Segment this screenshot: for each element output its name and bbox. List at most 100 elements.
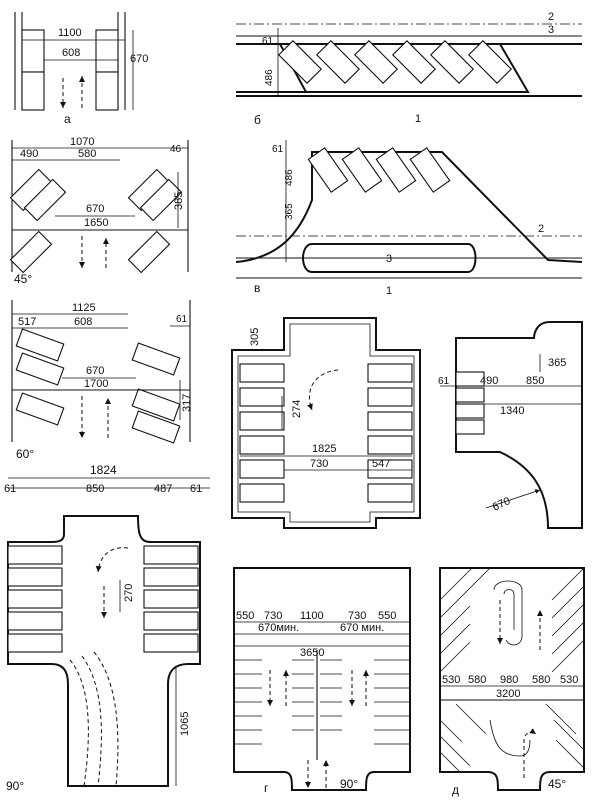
dim-label: 1825 [312, 443, 336, 455]
dim-label: 46 [170, 144, 182, 155]
panel-e: 1125 517 608 61 670 1700 317 60° [11, 300, 193, 461]
dim-label: 61 [272, 144, 284, 155]
stall-group-left [15, 328, 65, 426]
dim-label: 1340 [500, 405, 524, 417]
stall [95, 71, 119, 111]
panel-d: 530 580 980 580 530 3200 д 45° [439, 567, 585, 797]
ref-number: 1 [386, 285, 392, 297]
dim-label: 3200 [496, 688, 520, 700]
stall-lines-left [234, 659, 314, 745]
panel-h: 1824 61 850 487 61 270 1065 90° [4, 463, 210, 793]
dim-label: 730 [348, 610, 366, 622]
stall [21, 71, 45, 111]
panel-f: 305 274 1825 730 547 [231, 317, 421, 529]
dim-label: 580 [468, 674, 486, 686]
dim-label: 1065 [179, 712, 191, 736]
stall-column-right [143, 545, 199, 653]
dim-label: 365 [548, 357, 566, 369]
dim-label: 61 [438, 376, 450, 387]
panel-angle: 60° [16, 447, 34, 461]
panel-b: 61 486 2 3 1 б [236, 11, 582, 127]
panel-letter: д [452, 783, 459, 797]
dim-label: 517 [18, 316, 36, 328]
panel-angle: 90° [6, 779, 24, 793]
dim-label: 305 [249, 328, 261, 346]
dim-label: 270 [123, 584, 135, 602]
stall-group-right [127, 168, 183, 274]
stall-group-right [131, 342, 181, 444]
dim-label: 547 [372, 458, 390, 470]
panel-angle: 90° [340, 777, 358, 791]
panel-letter: б [254, 113, 261, 127]
panel-v: 61 486 365 2 3 1 в [235, 140, 583, 297]
stall [21, 29, 45, 73]
dim-label: 530 [560, 674, 578, 686]
panel-g: 365 61 490 850 1340 670 [438, 321, 583, 529]
stall-column-right [367, 363, 413, 503]
ref-number: 2 [538, 223, 544, 235]
dim-label: 61 [262, 36, 274, 47]
dim-label: 1700 [84, 378, 108, 390]
dim-label: 1824 [90, 463, 117, 477]
dim-label: 580 [78, 148, 96, 160]
dim-label: 274 [291, 400, 303, 418]
panel-c: 1070 490 580 46 670 1650 385 45° [9, 136, 189, 286]
hatched-stalls-bottom [439, 703, 585, 773]
hatched-stalls-top [439, 567, 585, 673]
stall [95, 29, 119, 73]
ref-number: 1 [415, 113, 421, 125]
angled-stall-row [307, 147, 451, 193]
dim-label: 670 [86, 203, 104, 215]
ref-number: 3 [386, 253, 392, 265]
ref-number: 3 [548, 24, 554, 36]
dim-label: 530 [442, 674, 460, 686]
dim-label: 490 [480, 375, 498, 387]
panel-letter: г [264, 781, 269, 795]
dim-label: 61 [176, 314, 188, 325]
dim-label: 850 [526, 375, 544, 387]
dim-label: 486 [264, 69, 275, 86]
dim-label: 730 [310, 458, 328, 470]
dim-label: 490 [20, 148, 38, 160]
dim-label: 608 [74, 316, 92, 328]
stall-lines-right [320, 659, 410, 745]
dim-label: 670 мин. [340, 622, 384, 634]
stall-column-left [7, 545, 63, 653]
dim-label: 980 [500, 674, 518, 686]
dim-label: 670 [491, 495, 513, 514]
panel-gg: 550 730 1100 730 550 670мин. 670 мин. 36… [233, 567, 411, 795]
dim-label: 730 [264, 610, 282, 622]
panel-letter: а [64, 112, 71, 126]
dim-label: 1650 [84, 217, 108, 229]
dim-label: 3650 [300, 647, 324, 659]
dim-label: 317 [181, 394, 193, 412]
dim-label: 550 [236, 610, 254, 622]
dim-label: 670мин. [258, 622, 299, 634]
dim-label: 850 [86, 483, 104, 495]
dim-label: 486 [284, 169, 295, 186]
panel-a: 1100 608 670 а [14, 12, 148, 126]
stall-column [455, 371, 485, 435]
ref-number: 2 [548, 11, 554, 23]
panel-letter: в [254, 281, 260, 295]
dim-label: 608 [62, 47, 80, 59]
dim-label: 580 [532, 674, 550, 686]
dim-label: 487 [154, 483, 172, 495]
panel-angle: 45° [548, 777, 566, 791]
stall-group-left [9, 168, 67, 274]
dim-label: 670 [86, 365, 104, 377]
island-3 [302, 243, 477, 273]
dim-label: 1100 [300, 610, 324, 622]
dim-label: 670 [130, 53, 148, 65]
angled-stall-row [278, 40, 512, 84]
dim-label: 1070 [70, 136, 94, 148]
dim-label: 1100 [58, 27, 82, 39]
dim-label: 61 [190, 483, 202, 495]
dim-label: 61 [4, 483, 16, 495]
dim-label: 365 [284, 203, 295, 220]
dim-label: 550 [378, 610, 396, 622]
dim-label: 1125 [72, 302, 96, 314]
panel-angle: 45° [14, 272, 32, 286]
